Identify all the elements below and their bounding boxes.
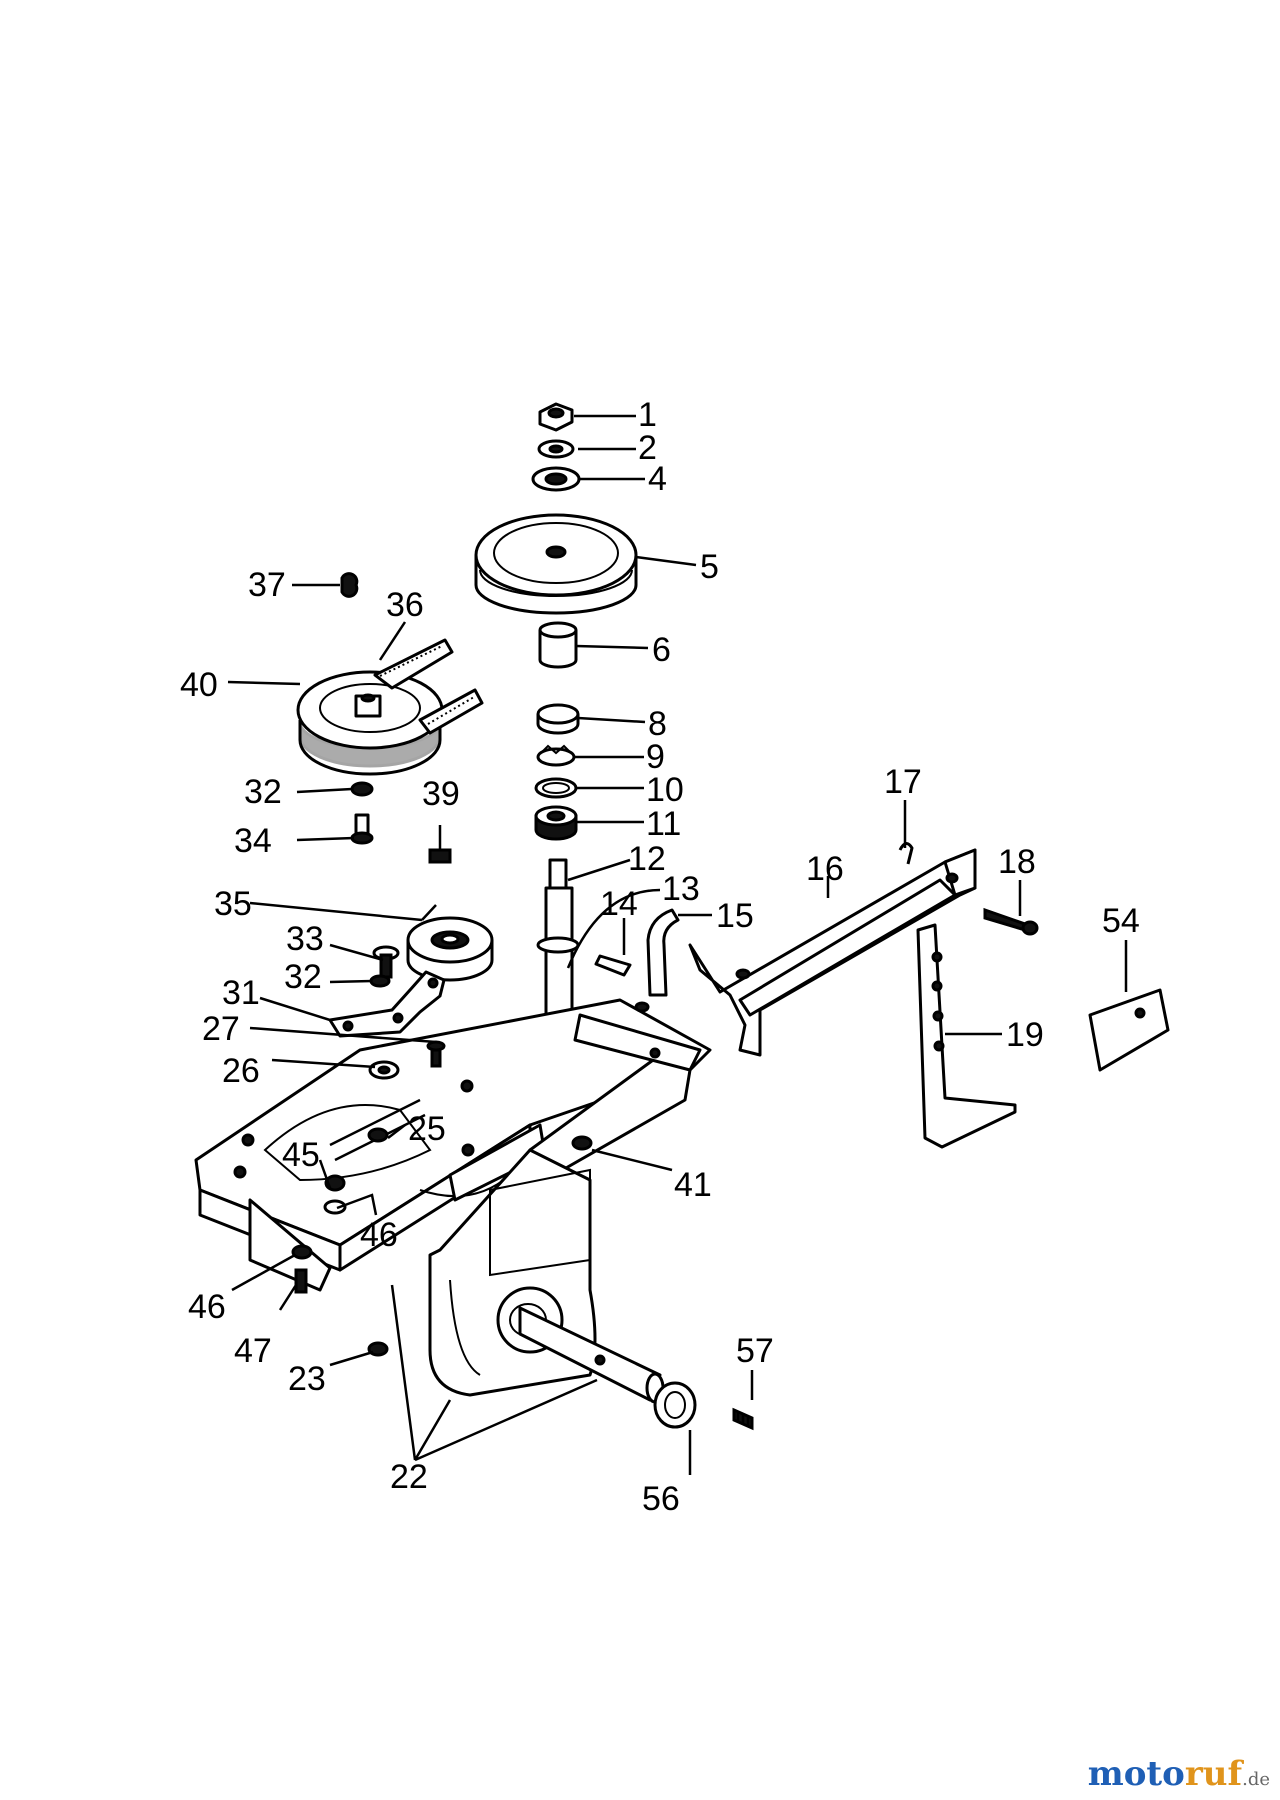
watermark-part1: moto [1087,1754,1185,1794]
label-17: 17 [884,763,922,801]
watermark-logo: motoruf.de [1088,1754,1270,1794]
label-46a: 46 [188,1288,226,1326]
leader-lines [227,414,1128,1475]
flat-washer [531,466,581,492]
label-36: 36 [386,586,424,624]
label-41: 41 [674,1166,712,1204]
label-27: 27 [202,1010,240,1048]
label-18: 18 [998,843,1036,881]
output-shaft [518,1306,665,1404]
label-34: 34 [234,822,272,860]
label-33: 33 [286,920,324,958]
idler-bracket [328,970,446,1038]
lock-washer [537,439,575,459]
label-8: 8 [648,705,667,743]
retaining-ring [534,777,578,799]
label-1: 1 [638,396,657,434]
lock-nut-upper [428,848,452,864]
label-47: 47 [234,1332,272,1370]
watermark-part2: ruf [1184,1754,1243,1794]
label-10: 10 [646,771,684,809]
label-9: 9 [646,738,665,776]
washer-small-lower [369,974,391,988]
watermark-part3: .de [1242,1769,1270,1790]
hex-bolt-upper [350,813,374,845]
label-6: 6 [652,631,671,669]
label-40: 40 [180,666,218,704]
label-16: 16 [806,850,844,888]
nut-23 [367,1341,389,1357]
label-37: 37 [248,566,286,604]
part-labels: 1 2 4 5 6 8 9 10 11 12 13 14 15 16 17 18… [180,396,1140,1518]
idler-pulley-assembly [296,638,484,776]
shaft-seal [653,1381,697,1429]
label-13: 13 [662,870,700,908]
label-45: 45 [282,1136,320,1174]
label-54: 54 [1102,902,1140,940]
label-11: 11 [646,805,681,843]
label-14: 14 [600,885,638,923]
label-2: 2 [638,429,657,467]
label-56: 56 [642,1480,680,1518]
label-26: 26 [222,1052,260,1090]
label-4: 4 [648,460,667,498]
set-screw [732,1407,754,1431]
label-46b: 46 [360,1216,398,1254]
label-32b: 32 [284,958,322,996]
clevis-pin [292,572,359,598]
bent-pin-15 [646,908,680,997]
frame-bolt-47 [294,1268,308,1294]
hitch-pin [898,842,914,865]
label-22: 22 [390,1458,428,1496]
label-23: 23 [288,1360,326,1398]
frame-fitting-41 [571,1135,593,1151]
drive-pulley [474,513,638,615]
hex-nut [538,402,574,432]
label-12: 12 [628,840,666,878]
label-35: 35 [214,885,252,923]
depth-bar [916,923,1017,1149]
bearing-cup [536,703,580,735]
star-washer [536,744,576,767]
label-31: 31 [222,974,260,1012]
wedge-54 [1088,988,1170,1072]
frame-nut-25 [367,1127,389,1143]
label-57: 57 [736,1332,774,1370]
label-19: 19 [1006,1016,1044,1054]
label-15: 15 [716,897,754,935]
small-pulley [406,916,494,982]
hitch-bolt [983,907,1039,936]
frame-washer-26 [368,1060,400,1080]
carriage-bolt [372,945,400,979]
washer-small-upper [350,781,374,797]
spacer-sleeve [538,621,578,669]
label-39: 39 [422,775,460,813]
roller-bearing [534,805,578,841]
label-5: 5 [700,548,719,586]
frame-washer-46 [291,1199,347,1260]
label-32a: 32 [244,773,282,811]
drawbar [688,848,977,1057]
clip-14 [594,954,650,1013]
label-25: 25 [408,1110,446,1148]
